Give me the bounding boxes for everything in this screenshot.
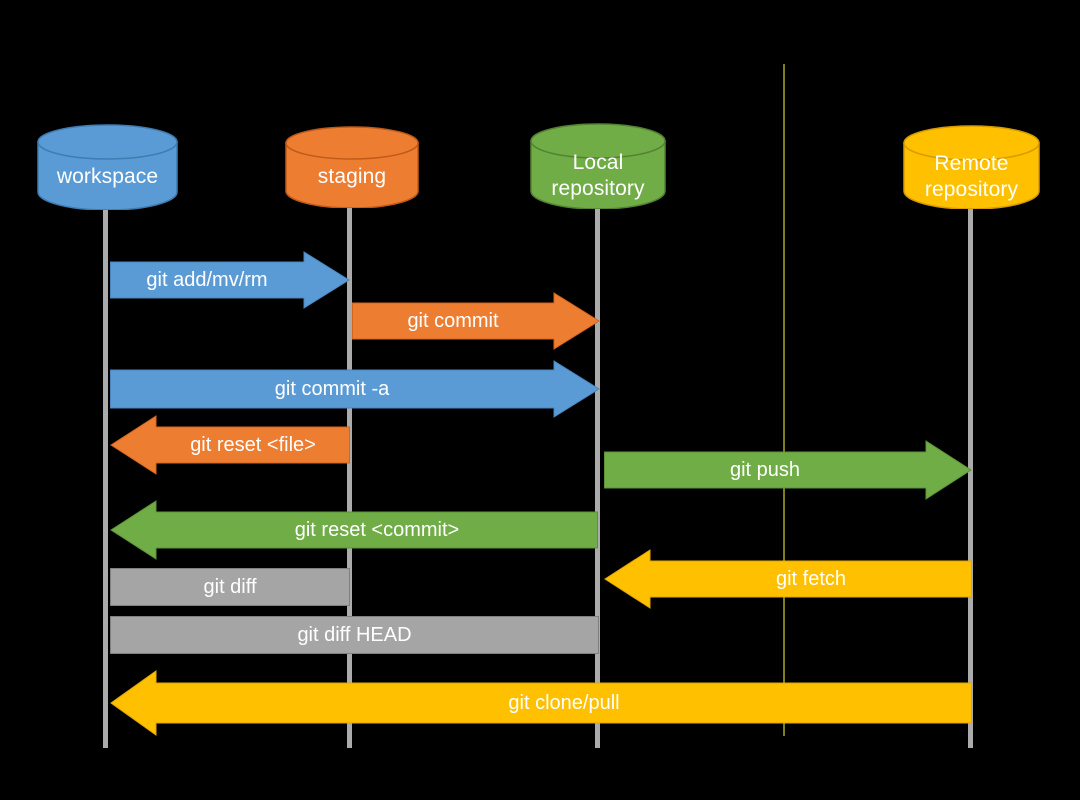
- flow-git-fetch[interactable]: git fetch: [604, 549, 972, 609]
- cylinder-shape-staging: [285, 126, 419, 208]
- arrow-shape-git-reset-commit: [110, 500, 598, 560]
- arrow-shape-git-commit-a: [110, 360, 600, 418]
- arrow-shape-git-reset-file: [110, 415, 350, 475]
- arrow-shape-git-clone-pull: [110, 670, 972, 736]
- bar-shape-git-diff: [110, 568, 350, 606]
- flow-git-reset-commit[interactable]: git reset <commit>: [110, 500, 598, 560]
- lifeline-staging: [347, 206, 352, 748]
- flow-git-commit-a[interactable]: git commit -a: [110, 360, 600, 418]
- flow-git-diff[interactable]: git diff: [110, 568, 350, 606]
- cylinder-shape-workspace: [37, 124, 178, 210]
- flow-git-add[interactable]: git add/mv/rm: [110, 251, 350, 309]
- flow-git-push[interactable]: git push: [604, 440, 972, 500]
- lifeline-remote-repository: [968, 207, 973, 748]
- arrow-shape-git-add: [110, 251, 350, 309]
- flow-git-reset-file[interactable]: git reset <file>: [110, 415, 350, 475]
- arrow-shape-git-push: [604, 440, 972, 500]
- bar-shape-git-diff-head: [110, 616, 599, 654]
- arrow-shape-git-fetch: [604, 549, 972, 609]
- node-staging[interactable]: staging: [285, 126, 419, 208]
- lifeline-workspace: [103, 208, 108, 748]
- arrow-shape-git-commit: [352, 292, 600, 350]
- flow-git-diff-head[interactable]: git diff HEAD: [110, 616, 599, 654]
- flow-git-clone-pull[interactable]: git clone/pull: [110, 670, 972, 736]
- cylinder-shape-remote-repository: [903, 125, 1040, 209]
- cylinder-shape-local-repository: [530, 123, 666, 209]
- local-remote-divider: [783, 64, 785, 736]
- lifeline-local-repository: [595, 207, 600, 748]
- flow-git-commit[interactable]: git commit: [352, 292, 600, 350]
- node-workspace[interactable]: workspace: [37, 124, 178, 210]
